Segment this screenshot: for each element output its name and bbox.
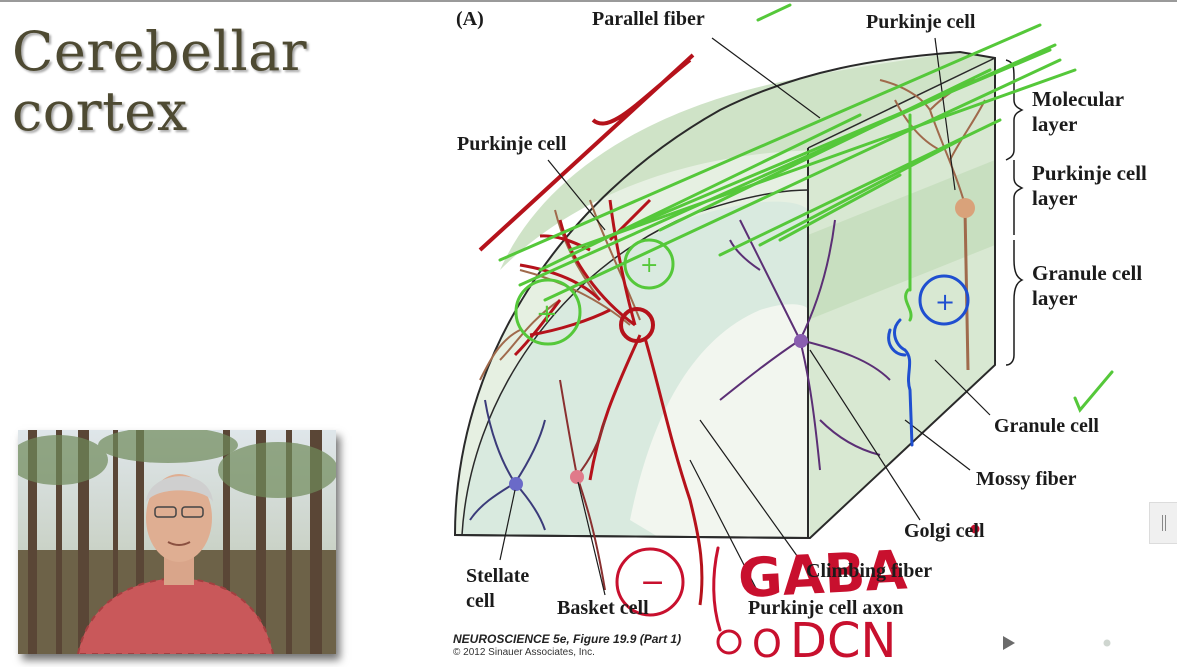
panel-label: (A) (456, 8, 484, 30)
captions-icon (1042, 632, 1072, 654)
layer-bracket (1005, 59, 1024, 366)
slide-title-line1: Cerebellar (12, 20, 308, 83)
label-mossy-fiber: Mossy fiber (976, 468, 1077, 490)
dcn-annotation: DCN (790, 613, 896, 667)
plus-mark-2: + (640, 253, 658, 278)
cortex-block (453, 50, 996, 540)
label-purkinje-layer-1: Purkinje cell (1032, 161, 1147, 185)
caption-title: NEUROSCIENCE 5e, Figure 19.9 (Part 1) (453, 632, 682, 646)
stellate-basket-cells (469, 379, 606, 591)
label-stellate-2: cell (466, 590, 495, 612)
minus-mark: − (640, 565, 665, 600)
label-stellate-1: Stellate (466, 565, 530, 587)
red-annotations (615, 524, 980, 655)
presenter-webcam (18, 430, 336, 654)
label-granule-layer-2: layer (1032, 286, 1078, 310)
label-golgi-cell: Golgi cell (904, 520, 985, 542)
granule-annotations (887, 274, 970, 447)
fullscreen-icon (1145, 631, 1169, 655)
parallel-fiber-annotations (498, 3, 1114, 413)
side-panel-handle[interactable] (1149, 502, 1177, 544)
handwritten-text: + + + − GABA O DCN (536, 253, 955, 667)
play-icon (993, 629, 1021, 657)
label-basket-cell: Basket cell (557, 597, 649, 619)
plus-mark-1: + (536, 299, 558, 329)
slide-title: Cerebellar cortex (12, 22, 307, 142)
label-granule-layer-1: Granule cell (1032, 261, 1143, 285)
label-parallel-fiber: Parallel fiber (592, 8, 705, 30)
settings-icon (1094, 630, 1120, 656)
presenter-video-frame (18, 430, 336, 654)
label-climbing-fiber: Climbing fiber (806, 560, 933, 582)
label-purkinje-layer-2: layer (1032, 186, 1078, 210)
figure-caption: NEUROSCIENCE 5e, Figure 19.9 (Part 1) © … (453, 632, 681, 658)
panel-handle-icon (1162, 515, 1163, 531)
label-purkinje-cell-top: Purkinje cell (866, 11, 976, 33)
label-molecular-layer-2: layer (1032, 112, 1078, 136)
purkinje-soma-right (955, 198, 975, 218)
settings-button[interactable] (1090, 626, 1124, 660)
captions-button[interactable] (1040, 626, 1074, 660)
label-molecular-layer-1: Molecular (1032, 87, 1125, 111)
top-border (0, 0, 1177, 2)
play-button[interactable] (990, 626, 1024, 660)
label-purkinje-axon: Purkinje cell axon (748, 597, 904, 619)
slide-title-line2: cortex (12, 80, 188, 143)
golgi-cell (719, 219, 891, 471)
circle-mark: O (752, 622, 782, 666)
label-purkinje-cell-left: Purkinje cell (457, 133, 567, 155)
plus-mark-3: + (935, 288, 955, 316)
gaba-annotation: GABA (736, 538, 908, 610)
label-granule-cell: Granule cell (994, 415, 1099, 437)
fullscreen-button[interactable] (1140, 626, 1174, 660)
leader-lines (499, 37, 991, 597)
caption-copyright: © 2012 Sinauer Associates, Inc. (453, 647, 595, 658)
